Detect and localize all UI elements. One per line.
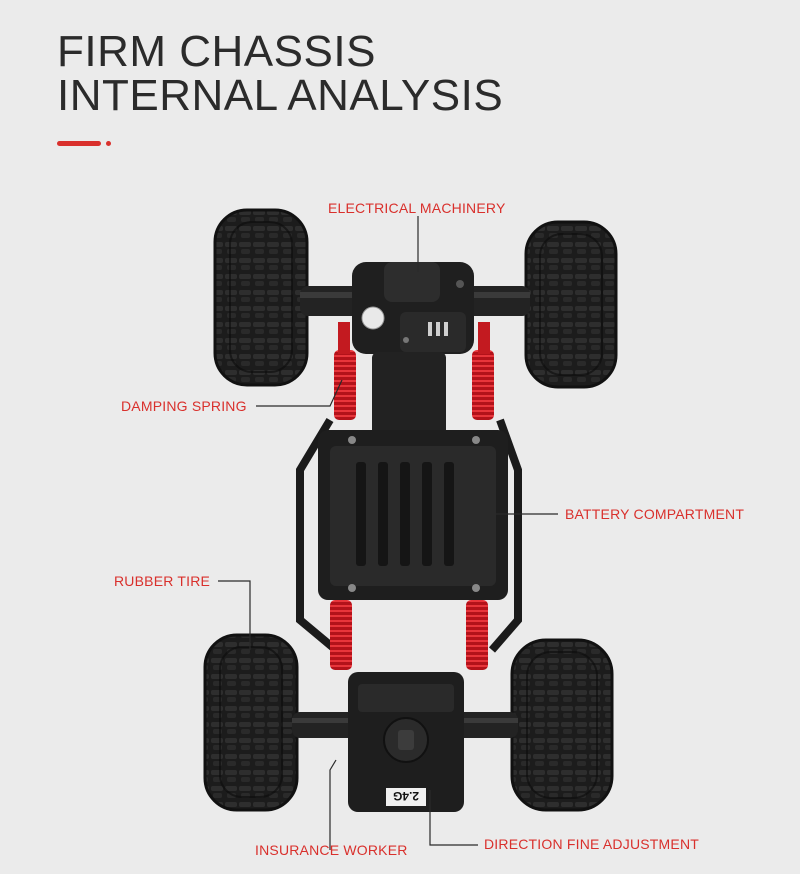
callout-rubber-tire: RUBBER TIRE [114, 573, 211, 589]
rear-right-wheel [510, 638, 614, 812]
front-right-damping-spring [472, 322, 494, 420]
title-accent-dot [106, 141, 111, 146]
frequency-label: 2.4G [393, 789, 419, 803]
callout-electrical-machinery: ELECTRICAL MACHINERY [328, 200, 506, 216]
title-accent-bar [57, 141, 101, 146]
rear-left-wheel [203, 633, 299, 812]
callout-damping-spring: DAMPING SPRING [121, 398, 247, 414]
front-left-damping-spring [334, 322, 356, 420]
title-line-1: FIRM CHASSIS [57, 27, 376, 76]
front-left-wheel [213, 208, 309, 387]
battery-compartment [318, 430, 508, 600]
rear-right-damping-spring [466, 600, 488, 670]
callout-leader-lines [218, 216, 558, 850]
callout-battery-compartment: BATTERY COMPARTMENT [565, 506, 745, 522]
front-right-wheel [524, 220, 618, 389]
title-line-2: INTERNAL ANALYSIS [57, 71, 504, 120]
motor-gearbox [352, 262, 474, 354]
page-title: FIRM CHASSIS INTERNAL ANALYSIS [57, 30, 503, 118]
rear-left-damping-spring [330, 600, 352, 670]
callout-insurance-worker: INSURANCE WORKER [255, 842, 408, 858]
callout-direction-fine-adjustment: DIRECTION FINE ADJUSTMENT [484, 836, 700, 852]
chassis-frame [296, 352, 522, 654]
receiver-control-box: 2.4G [348, 672, 464, 812]
